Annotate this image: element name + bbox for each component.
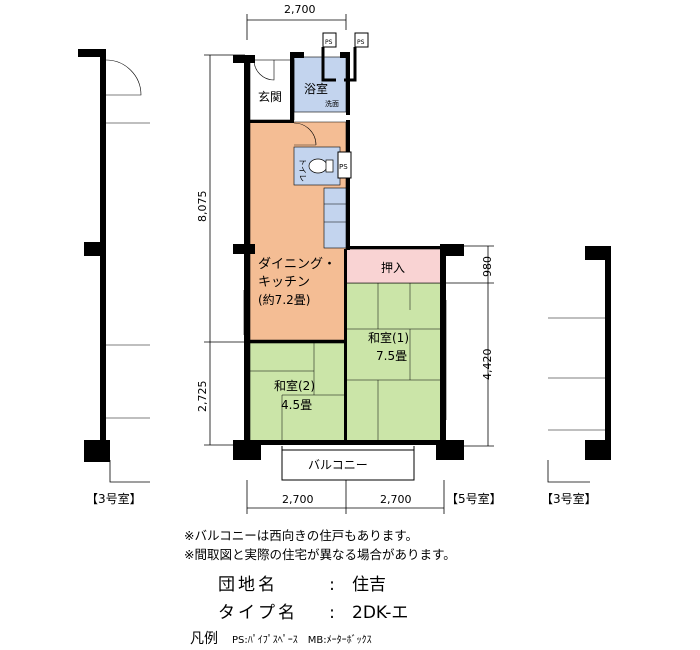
dim-left-upper: 8,075 xyxy=(196,191,209,223)
neighbor-left-plan xyxy=(78,49,150,483)
balcony-label: バルコニー xyxy=(308,458,368,472)
danchi-value: 住吉 xyxy=(352,575,386,595)
dim-bottom-left: 2,700 xyxy=(282,493,314,506)
ps-boxes-top: PS PS xyxy=(321,32,369,82)
wash-label: 洗面 xyxy=(325,99,339,108)
washitsu-1-size: 7.5畳 xyxy=(376,349,407,363)
tatami-lines-2 xyxy=(250,343,346,444)
closet-label: 押入 xyxy=(381,261,405,275)
closet-area xyxy=(345,248,443,284)
entrance-label: 玄関 xyxy=(258,89,282,104)
legend-items: PS:ﾊﾟｲﾌﾟｽﾍﾟｰｽ MB:ﾒｰﾀｰﾎﾞｯｸｽ xyxy=(232,635,372,646)
neighbor-right-plan xyxy=(547,246,611,483)
type-value: 2DK-エ xyxy=(352,603,409,623)
tatami-lines-1 xyxy=(346,283,442,444)
windows xyxy=(243,290,447,420)
ps-box-toilet xyxy=(337,151,352,179)
washitsu-1-name: 和室(1) xyxy=(368,330,409,345)
danchi-row: 団地名: 住吉 xyxy=(218,570,386,595)
danchi-label: 団地名 xyxy=(218,575,278,595)
neighbor-right-label: 【3号室】 xyxy=(541,492,597,506)
dk-label-1: ダイニング・ xyxy=(258,257,336,272)
bath-label: 浴室 xyxy=(304,81,328,96)
dk-label-2: キッチン xyxy=(258,275,310,290)
note-balcony: ※バルコニーは西向きの住戸もあります。 xyxy=(184,528,418,543)
left-dimension: 8,075 2,725 xyxy=(196,54,245,446)
svg-text:PS: PS xyxy=(357,39,365,46)
bath-area xyxy=(293,56,347,113)
bottom-dimension: 2,700 2,700 xyxy=(246,480,445,514)
neighbor-left-label: 【3号室】 xyxy=(86,492,142,506)
toilet-fixture xyxy=(308,158,328,174)
ps-label-toilet: PS xyxy=(339,163,348,171)
top-dimension: 2,700 xyxy=(246,3,347,40)
note-disclaimer: ※間取図と実際の住宅が異なる場合があります。 xyxy=(184,547,456,562)
dim-top-width: 2,700 xyxy=(284,3,316,16)
washitsu-2-size: 4.5畳 xyxy=(281,398,312,412)
dim-right-upper: 980 xyxy=(481,256,494,277)
balcony xyxy=(281,446,415,481)
toilet-label: トイレ xyxy=(298,158,307,182)
type-row: タイプ名:2DK-エ xyxy=(218,598,408,623)
type-separator: : xyxy=(329,603,335,623)
dk-label-3: (約7.2畳) xyxy=(258,292,310,307)
kitchen-counter xyxy=(323,187,347,249)
washitsu-2-name: 和室(2) xyxy=(274,378,315,393)
dim-bottom-right: 2,700 xyxy=(380,493,412,506)
dim-right-lower: 4,420 xyxy=(481,349,494,381)
washitsu-1-area xyxy=(345,282,443,445)
legend: 凡例 PS:ﾊﾟｲﾌﾟｽﾍﾟｰｽ MB:ﾒｰﾀｰﾎﾞｯｸｽ xyxy=(190,628,372,648)
danchi-separator: : xyxy=(329,575,335,595)
type-label: タイプ名 xyxy=(218,603,298,623)
washitsu-2-area xyxy=(249,342,347,445)
svg-text:PS: PS xyxy=(325,39,333,46)
neighbor-center-label: 【5号室】 xyxy=(446,492,502,506)
legend-title: 凡例 xyxy=(190,631,218,647)
right-dimension: 980 4,420 xyxy=(444,245,494,447)
dim-left-lower: 2,725 xyxy=(196,381,209,413)
